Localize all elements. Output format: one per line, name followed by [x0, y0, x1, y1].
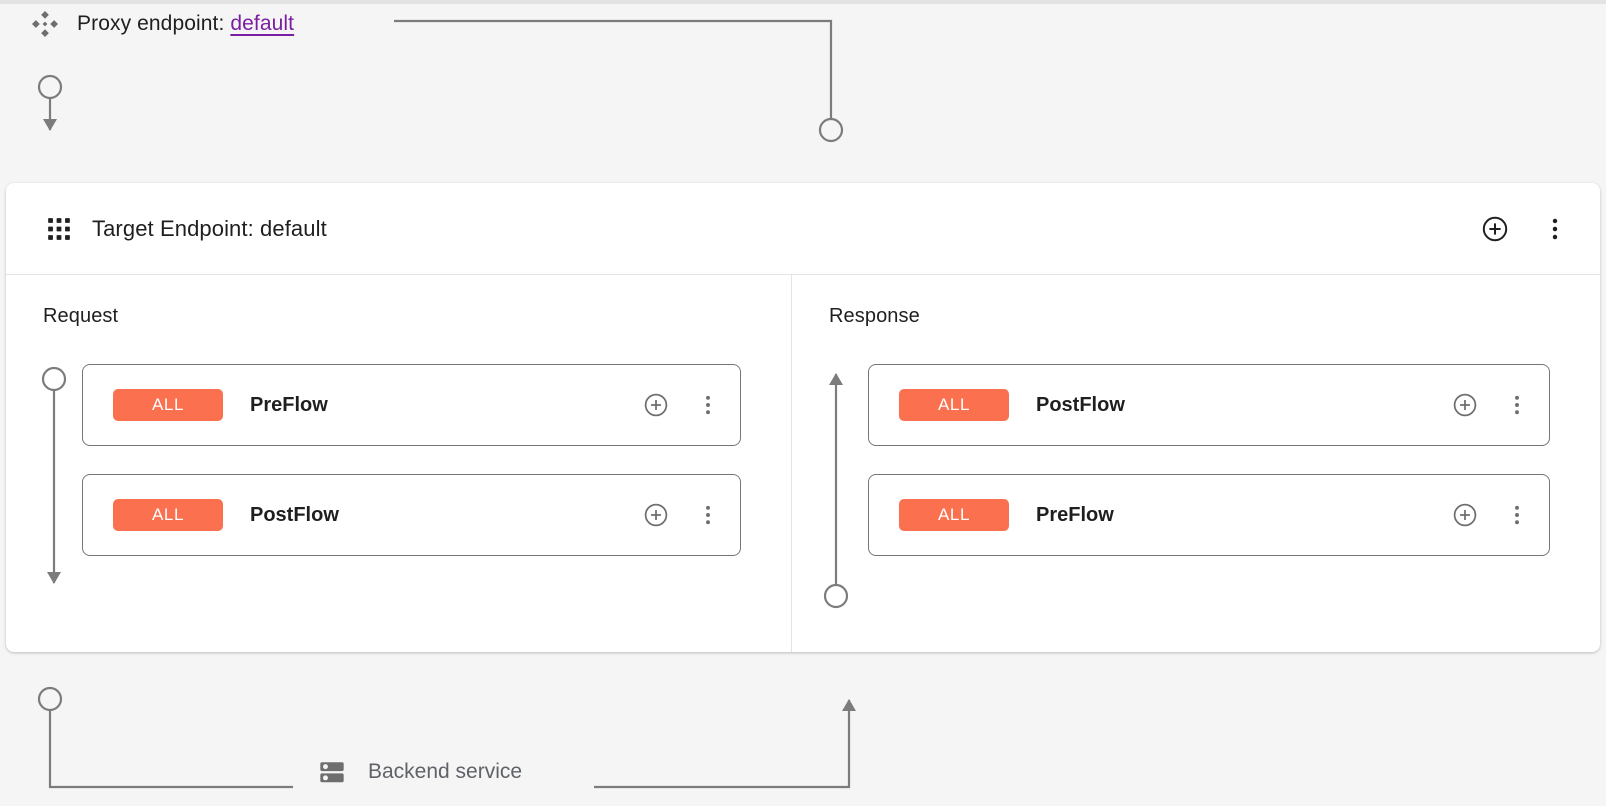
flow-more-options-button[interactable]	[1503, 501, 1531, 529]
flow-name: PostFlow	[250, 503, 339, 526]
flow-card-response-postflow[interactable]: ALL PostFlow	[868, 364, 1550, 446]
flow-more-options-button[interactable]	[694, 501, 722, 529]
plus-circle-icon	[1453, 503, 1477, 527]
target-to-backend-connector	[37, 686, 293, 789]
target-endpoint-actions	[1480, 214, 1570, 244]
add-policy-button[interactable]	[642, 391, 670, 419]
request-flow-rail	[41, 366, 67, 584]
flow-card-response-preflow[interactable]: ALL PreFlow	[868, 474, 1550, 556]
server-stack-icon	[318, 758, 346, 786]
flow-actions	[1451, 501, 1531, 529]
flow-card-request-preflow[interactable]: ALL PreFlow	[82, 364, 741, 446]
plus-circle-icon	[644, 503, 668, 527]
proxy-to-target-connector	[394, 19, 844, 143]
flow-name: PreFlow	[250, 393, 328, 416]
flow-actions	[1451, 391, 1531, 419]
proxy-endpoint-label-prefix: Proxy endpoint:	[77, 12, 231, 35]
status-badge: ALL	[899, 499, 1009, 531]
top-divider	[0, 0, 1606, 4]
response-flow-rail	[823, 373, 849, 609]
flow-more-options-button[interactable]	[1503, 391, 1531, 419]
add-policy-button[interactable]	[1451, 391, 1479, 419]
flow-name: PreFlow	[1036, 503, 1114, 526]
response-column: Response ALL PostFlow	[792, 275, 1600, 652]
more-options-button[interactable]	[1540, 214, 1570, 244]
add-policy-button[interactable]	[1451, 501, 1479, 529]
grid-apps-icon	[46, 216, 72, 242]
plus-circle-icon	[1482, 216, 1508, 241]
plus-circle-icon	[644, 393, 668, 417]
backend-service-label: Backend service	[368, 760, 523, 783]
flow-actions	[642, 501, 722, 529]
backend-service-row[interactable]: Backend service	[318, 752, 522, 792]
proxy-endpoint-row: Proxy endpoint: default	[30, 8, 294, 40]
target-endpoint-header: Target Endpoint: default	[6, 183, 1600, 275]
proxy-request-inlet-connector	[37, 74, 63, 131]
more-vert-icon	[1515, 395, 1519, 415]
proxy-endpoint-label: Proxy endpoint: default	[77, 12, 294, 36]
more-vert-icon	[1515, 505, 1519, 525]
more-vert-icon	[1552, 218, 1558, 239]
more-vert-icon	[706, 505, 710, 525]
flow-card-request-postflow[interactable]: ALL PostFlow	[82, 474, 741, 556]
target-endpoint-card: Target Endpoint: default	[6, 183, 1600, 652]
target-endpoint-body: Request ALL PreFlow	[6, 275, 1600, 652]
flow-more-options-button[interactable]	[694, 391, 722, 419]
response-column-title: Response	[829, 305, 920, 327]
more-vert-icon	[706, 395, 710, 415]
proxy-endpoint-link[interactable]: default	[230, 12, 295, 35]
request-flow-list: ALL PreFlow	[82, 364, 741, 556]
status-badge: ALL	[113, 389, 223, 421]
flow-actions	[642, 391, 722, 419]
status-badge: ALL	[113, 499, 223, 531]
proxy-endpoint-icon	[30, 9, 60, 39]
request-column-title: Request	[43, 305, 119, 327]
backend-to-target-connector	[594, 699, 856, 789]
page-title: Target Endpoint: default	[92, 215, 327, 241]
plus-circle-icon	[1453, 393, 1477, 417]
flow-name: PostFlow	[1036, 393, 1125, 416]
add-policy-button[interactable]	[642, 501, 670, 529]
add-button[interactable]	[1480, 214, 1510, 244]
status-badge: ALL	[899, 389, 1009, 421]
request-column: Request ALL PreFlow	[6, 275, 792, 652]
response-flow-list: ALL PostFlow	[868, 364, 1550, 556]
